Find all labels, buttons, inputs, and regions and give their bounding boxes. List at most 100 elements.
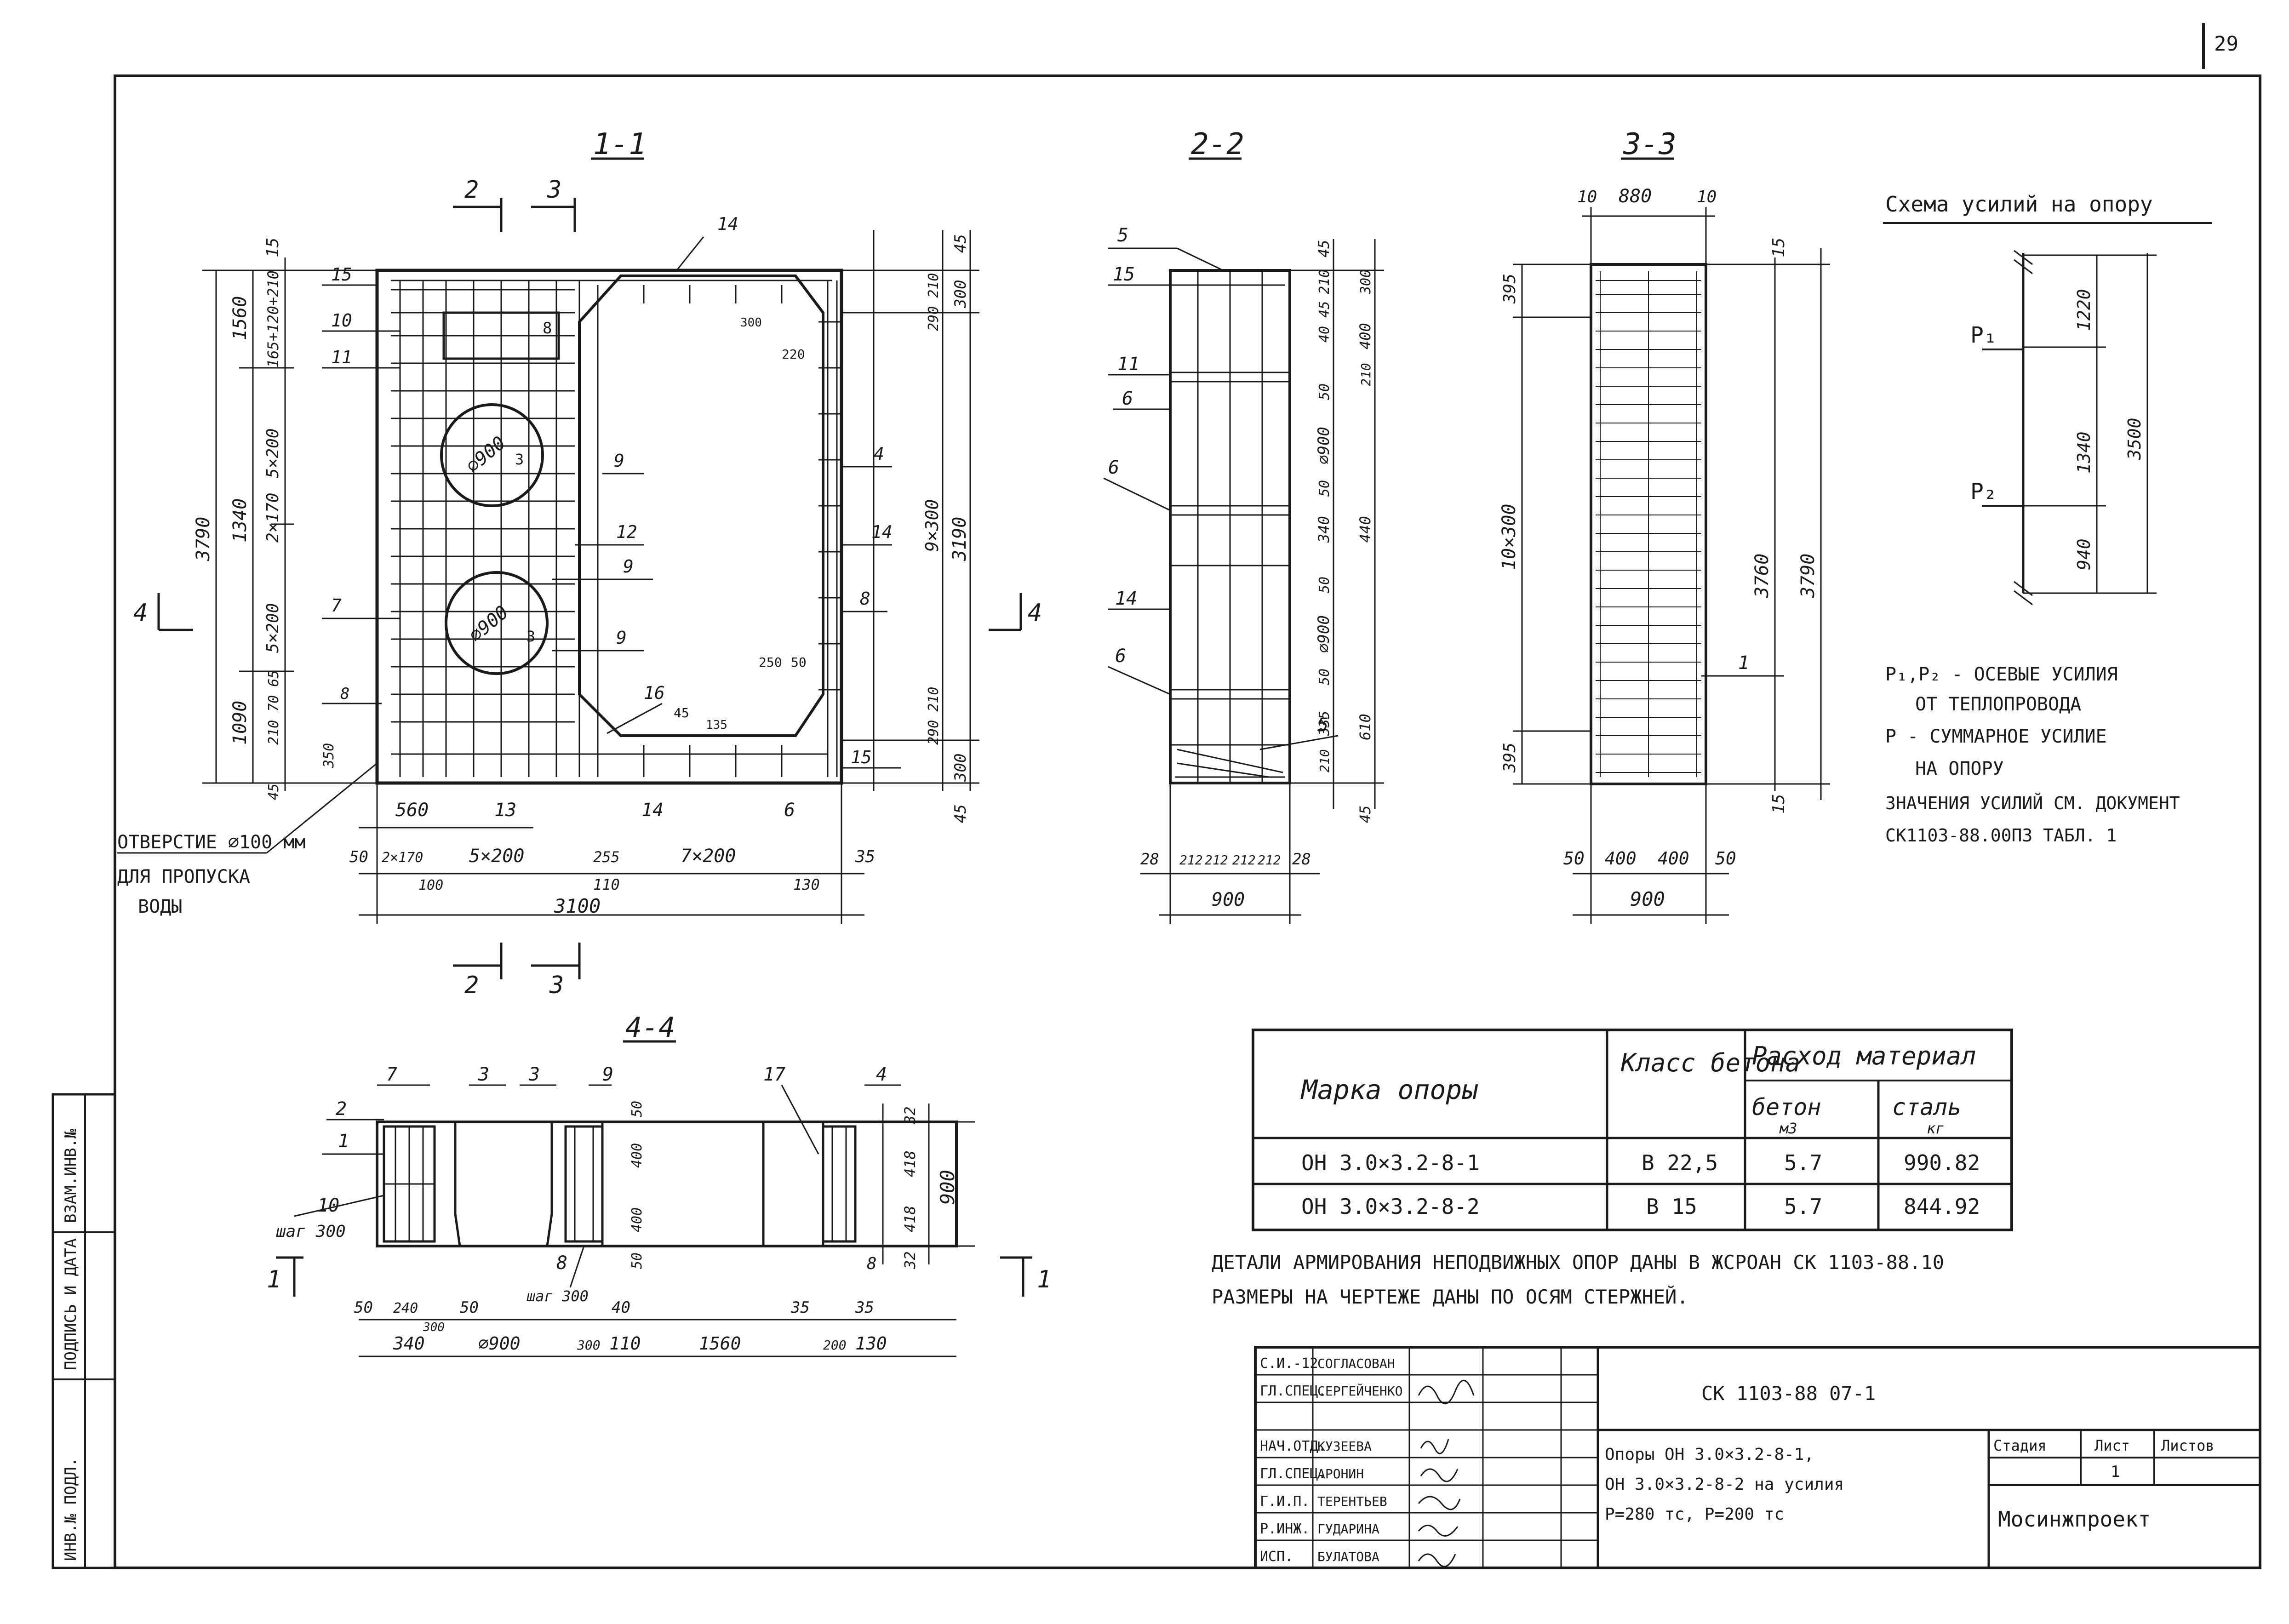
dim-165-120-210: 165+120+210 xyxy=(264,270,282,368)
stamp-role-1: С.И.-12 xyxy=(1260,1355,1318,1372)
s22-bottom-900: 900 xyxy=(1212,889,1245,910)
s33-bottom-400-a: 400 xyxy=(1605,848,1637,869)
dim-right-3190: 3190 xyxy=(949,517,970,561)
stamp-name-3: КУЗЕЕВА xyxy=(1317,1439,1372,1454)
inner-dim-135: 135 xyxy=(706,718,727,732)
s22-dim-40-45: 40 45 xyxy=(1316,301,1333,343)
sheet-frame xyxy=(114,74,2261,1569)
page-number: 29 xyxy=(2214,32,2238,56)
s22-label-6-a: 6 xyxy=(1122,388,1133,409)
s22-dim-50-d: 50 xyxy=(1316,669,1333,685)
s22-bottom-212-c: 212 xyxy=(1232,852,1256,868)
s22-dim-210-b: 210 xyxy=(1358,363,1373,386)
table-header-class: Класс бетона xyxy=(1620,1048,1800,1077)
s22-label-5-top: 5 xyxy=(1117,225,1128,246)
s44-step-300: шаг 300 xyxy=(276,1222,346,1241)
s22-dim-340: 340 xyxy=(1315,516,1333,543)
stamp-name-2: СЕРГЕЙЧЕНКО xyxy=(1317,1383,1402,1399)
table-header-mark: Марка опоры xyxy=(1300,1074,1478,1105)
inner-dim-250: 250 xyxy=(759,655,782,670)
stamp-organization: Мосинжпроект xyxy=(1998,1507,2151,1532)
bottom-dim-255: 255 xyxy=(593,848,620,866)
s44-b2-340: 340 xyxy=(393,1333,425,1354)
inner-dim-50: 50 xyxy=(791,655,807,670)
s33-top-880: 880 xyxy=(1619,186,1652,207)
section-2-2-title: 2-2 xyxy=(1191,127,1244,161)
hole-note-line-1: ОТВЕРСТИЕ ⌀100 мм xyxy=(117,832,305,853)
section-4-4-title: 4-4 xyxy=(625,1012,675,1044)
table-row2-steel: 844.92 xyxy=(1904,1194,1980,1219)
circle-1-diameter: ⌀900 xyxy=(462,432,509,477)
stamp-name-6: ГУДАРИНА xyxy=(1317,1521,1379,1537)
bottom-dim-7x200: 7×200 xyxy=(681,846,736,867)
section-mark-1-left: 1 xyxy=(267,1266,281,1293)
scheme-p2: P₂ xyxy=(1970,479,1997,504)
section-3-3-title: 3-3 xyxy=(1623,127,1677,161)
stamp-sheets-label: Листов xyxy=(2161,1437,2215,1454)
label-7: 7 xyxy=(331,595,342,616)
label-3-b: 3 xyxy=(526,628,535,645)
scheme-note-6: СК1103-88.00ПЗ ТАБЛ. 1 xyxy=(1885,825,2117,846)
scheme-note-5: ЗНАЧЕНИЯ УСИЛИЙ СМ. ДОКУМЕНТ xyxy=(1885,793,2180,813)
section-mark-2-top: 2 xyxy=(464,176,479,204)
section-mark-1-right: 1 xyxy=(1037,1266,1051,1293)
s22-dim-d900-a: ⌀900 xyxy=(1315,427,1333,464)
stamp-role-2: ГЛ.СПЕЦ. xyxy=(1260,1383,1327,1399)
bottom-dim-100: 100 xyxy=(418,877,443,893)
s44-label-9: 9 xyxy=(602,1064,613,1085)
bottom-dim-3100: 3100 xyxy=(554,895,601,917)
s44-step-300-b: шаг 300 xyxy=(526,1287,589,1305)
dim-right-45-bottom: 45 xyxy=(951,804,970,823)
side-stamp-replace: ВЗАМ.ИНВ.№ xyxy=(62,1129,80,1223)
s22-dim-210-c: 210 xyxy=(1317,749,1332,772)
scheme-note-3: P - СУММАРНОЕ УСИЛИЕ xyxy=(1885,726,2107,747)
scheme-dim-1340: 1340 xyxy=(2074,431,2094,474)
stamp-role-4: ГЛ.СПЕЦ. xyxy=(1260,1466,1327,1482)
s22-label-11: 11 xyxy=(1117,354,1139,375)
s44-b1-35-a: 35 xyxy=(790,1298,810,1317)
s44-mid-400-a: 400 xyxy=(629,1143,645,1168)
label-15: 15 xyxy=(331,264,352,285)
label-8-right: 8 xyxy=(860,589,870,609)
table-row1-mark: ОН 3.0×3.2-8-1 xyxy=(1301,1150,1480,1175)
scheme-note-2: ОТ ТЕПЛОПРОВОДА xyxy=(1915,694,2081,715)
force-scheme: Схема усилий на опору P₁ P₂ 1220 1340 94… xyxy=(1883,192,2212,846)
table-sub-steel: сталь xyxy=(1892,1094,1962,1121)
s33-bottom-400-b: 400 xyxy=(1658,848,1689,869)
table-row2-concrete: 5.7 xyxy=(1784,1194,1822,1219)
label-15-bottom: 15 xyxy=(851,747,872,767)
s22-bottom-212-b: 212 xyxy=(1205,852,1228,868)
stamp-title-2: ОН 3.0×3.2-8-2 на усилия xyxy=(1605,1475,1844,1494)
label-12: 12 xyxy=(616,522,637,542)
s44-mid-50-b: 50 xyxy=(629,1252,645,1269)
section-1-1-outline xyxy=(375,269,843,785)
stamp-name-7: БУЛАТОВА xyxy=(1317,1549,1379,1564)
label-11: 11 xyxy=(331,347,352,367)
s33-bottom-50-a: 50 xyxy=(1563,848,1585,869)
s33-bottom-50-b: 50 xyxy=(1715,848,1736,869)
s44-mid-50-a: 50 xyxy=(629,1101,645,1117)
s44-right-418-b: 418 xyxy=(901,1206,919,1232)
scheme-dim-940: 940 xyxy=(2074,538,2094,570)
s44-right-418-a: 418 xyxy=(901,1150,919,1177)
s44-b2-110: 110 xyxy=(609,1333,641,1354)
s44-label-3-b: 3 xyxy=(528,1064,540,1085)
rebar-grid xyxy=(391,280,841,777)
bottom-dim-110: 110 xyxy=(593,876,620,893)
s44-b1-300: 300 xyxy=(423,1321,445,1334)
dim-2x170: 2×170 xyxy=(263,493,282,543)
label-14-right: 14 xyxy=(871,522,893,542)
stamp-role-5: Г.И.П. xyxy=(1260,1493,1310,1510)
s33-bottom-900: 900 xyxy=(1630,888,1665,910)
s44-label-8: 8 xyxy=(556,1252,567,1274)
table-row2-mark: ОН 3.0×3.2-8-2 xyxy=(1301,1194,1480,1219)
general-note-2: РАЗМЕРЫ НА ЧЕРТЕЖЕ ДАНЫ ПО ОСЯМ СТЕРЖНЕЙ… xyxy=(1212,1285,1688,1308)
dim-210-70-65: 210 70 65 xyxy=(266,670,282,745)
scheme-note-1: P₁,P₂ - ОСЕВЫЕ УСИЛИЯ xyxy=(1885,664,2118,685)
bottom-dim-5x200: 5×200 xyxy=(469,846,524,867)
table-row1-class: В 22,5 xyxy=(1642,1150,1718,1175)
stamp-sheet-no: 1 xyxy=(2111,1463,2120,1481)
section-4-4: 4-4 7 3 3 9 17 4 2 1 10 шаг 300 xyxy=(267,1012,1051,1357)
table-header-consumption: Расход материал xyxy=(1752,1041,1976,1070)
dim-right-290-210-bottom: 290 210 xyxy=(926,687,942,745)
